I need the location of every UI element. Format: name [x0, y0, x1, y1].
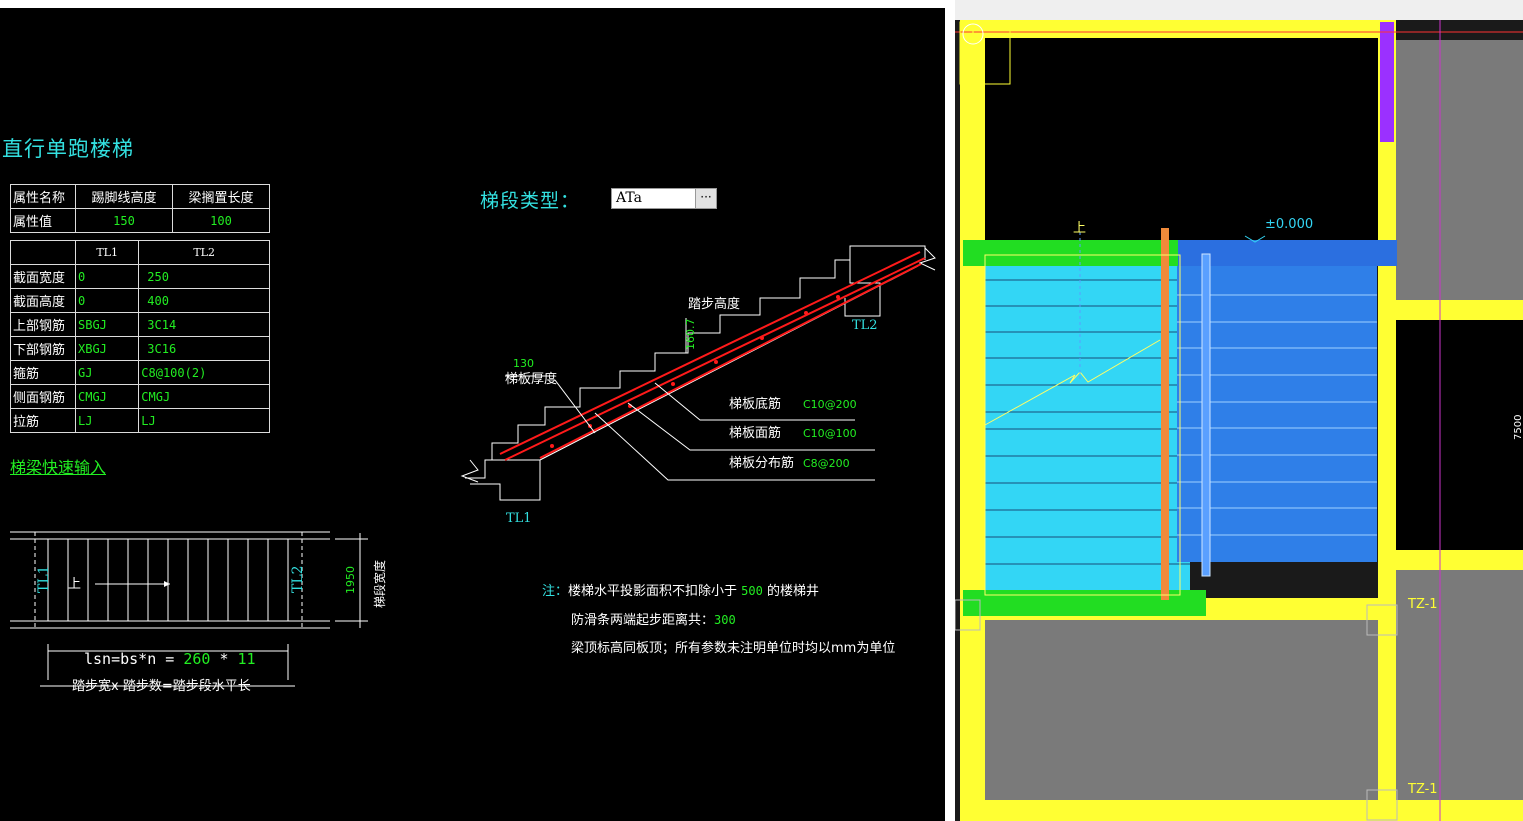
top-landing-beam — [1177, 240, 1397, 266]
plan-width-value[interactable]: 1950 — [344, 566, 357, 594]
purple-column — [1380, 22, 1394, 142]
stair-run — [985, 250, 1190, 590]
room-void — [1385, 320, 1523, 550]
dimension-label: 7500 — [1513, 415, 1523, 440]
grid-marker — [959, 21, 1011, 85]
beam-quick-input-link[interactable]: 梯梁快速输入 — [10, 458, 107, 477]
bottom-bar-label: 梯板底筋 — [729, 396, 781, 412]
beam-col-tl2: TL2 — [138, 240, 270, 265]
slab-thickness-value: 130 — [513, 357, 534, 370]
plan-tl1-label: TL1 — [36, 565, 52, 593]
note-prefix: 注： — [542, 584, 569, 599]
beam-row-label: 上部钢筋 — [10, 312, 76, 337]
stair-parameter-preview: 直行单跑楼梯 属性名称 踢脚线高度 梁搁置长度 属性值 150 100 TL1 … — [0, 8, 945, 821]
prop-header-seat-length: 梁搁置长度 — [172, 184, 270, 209]
formula-caption: 踏步宽x 踏步数=踏步段水平长 — [72, 678, 251, 694]
section-tl1-label: TL1 — [506, 511, 532, 526]
stairwell-void — [985, 38, 1380, 240]
note-stairwell-value[interactable]: 500 — [741, 584, 763, 598]
beam-row-label: 拉筋 — [10, 408, 76, 433]
note-line-2: 防滑条两端起步距离共：300 — [571, 609, 736, 628]
tz1-label-a: TZ-1 — [1407, 597, 1438, 612]
prop-header-name: 属性名称 — [10, 184, 76, 209]
axis-bubble-label: 1 — [969, 28, 977, 42]
note-line-3: 梁顶标高同板顶；所有参数未注明单位时均以mm为单位 — [571, 641, 896, 656]
beam-cell-tl2[interactable]: 250 — [138, 264, 270, 289]
bottom-beam-tl1 — [963, 590, 1206, 616]
floor-slab-right-top — [1395, 40, 1523, 300]
note-line-1-b: 的楼梯井 — [767, 584, 820, 599]
tz1-label-b: TZ-1 — [1407, 782, 1438, 797]
beam-table: TL1 TL2 截面宽度 0 250 截面高度 0 400 上部钢筋 SBGJ … — [10, 240, 270, 433]
prop-kick-height-value[interactable]: 150 — [75, 208, 173, 233]
beam-col-tl1: TL1 — [74, 240, 140, 265]
elevation-label: ±0.000 — [1265, 217, 1313, 232]
rebar-dots — [550, 295, 840, 448]
page-title: 直行单跑楼梯 — [2, 137, 134, 161]
segment-type-field[interactable]: ATa ··· — [611, 188, 717, 209]
formula-times: * — [210, 650, 237, 668]
formula-prefix: lsn=bs*n = — [84, 650, 183, 668]
top-bar-value[interactable]: C10@100 — [803, 427, 857, 440]
top-beam-tl2 — [963, 240, 1178, 266]
prop-header-kick-height: 踢脚线高度 — [75, 184, 173, 209]
beam-cell-tl2[interactable]: LJ — [138, 408, 270, 433]
plan-up-arrow-icon — [164, 581, 170, 587]
prop-seat-length-value[interactable]: 100 — [172, 208, 270, 233]
floor-slab-bottom — [985, 620, 1380, 800]
beam-row-label: 下部钢筋 — [10, 336, 76, 361]
plan-formula: lsn=bs*n = 260 * 11 — [84, 650, 256, 668]
floor-slab-right-bottom — [1395, 570, 1523, 800]
step-height-value: 160.7 — [684, 319, 697, 351]
dist-bar-value[interactable]: C8@200 — [803, 457, 850, 470]
plan-up-label: 上 — [68, 577, 81, 592]
stair-section-drawing: 踏步高度 160.7 130 梯板厚度 TL1 TL2 梯板底筋 C10@200… — [10, 245, 936, 694]
formula-bs-value[interactable]: 260 — [183, 650, 210, 668]
note-line-1-a: 楼梯水平投影面积不扣除小于 — [568, 584, 738, 599]
step-height-label: 踏步高度 — [688, 296, 740, 312]
plan-width-label: 梯段宽度 — [372, 560, 387, 608]
segment-type-label: 梯段类型： — [480, 190, 581, 212]
segment-type-value: ATa — [616, 190, 642, 206]
prop-row-label: 属性值 — [10, 208, 76, 233]
section-tl2-label: TL2 — [852, 318, 878, 333]
beam-cell-tl2[interactable]: 3C14 — [138, 312, 270, 337]
beam-row-label: 箍筋 — [10, 360, 76, 385]
column-marker-c — [955, 599, 981, 631]
cad-canvas[interactable]: 1 ±0.000 上 TZ-1 TZ-1 7500 — [955, 0, 1523, 821]
axis-bubble — [962, 23, 984, 45]
rebar-lines — [499, 251, 926, 461]
segment-type-browse-button[interactable]: ··· — [695, 189, 716, 208]
cut-line — [984, 254, 1181, 596]
beam-cell-tl1[interactable]: LJ — [74, 408, 140, 433]
plan-outline — [10, 531, 368, 687]
elevation-mark-icon — [1244, 235, 1266, 243]
note-line-2-a: 防滑条两端起步距离共： — [571, 613, 715, 628]
top-bar-label: 梯板面筋 — [729, 425, 781, 441]
note-line-1: 注：楼梯水平投影面积不扣除小于 500 的楼梯井 — [542, 580, 819, 599]
cad-up-label: 上 — [1073, 221, 1086, 236]
cad-model-view[interactable]: 1 ±0.000 上 TZ-1 TZ-1 7500 — [955, 0, 1523, 821]
stair-treads — [985, 279, 1190, 565]
beam-cell-tl2[interactable]: C8@100(2) — [138, 360, 270, 385]
column-marker-b — [1366, 789, 1398, 821]
railing-orange — [1161, 228, 1169, 600]
note-antislip-value[interactable]: 300 — [714, 613, 736, 627]
handrail-post — [1201, 253, 1211, 577]
column-marker-a — [1366, 604, 1398, 636]
dist-bar-label: 梯板分布筋 — [729, 455, 794, 471]
bottom-bar-value[interactable]: C10@200 — [803, 398, 857, 411]
beam-cell-tl1[interactable]: 0 — [74, 288, 140, 313]
beam-cell-tl2[interactable]: CMGJ — [138, 384, 270, 409]
leader-lines — [505, 318, 875, 481]
beam-cell-tl1[interactable]: 0 — [74, 264, 140, 289]
slab-thickness-label: 梯板厚度 — [505, 371, 557, 387]
plan-tl2-label: TL2 — [290, 565, 306, 593]
formula-n-value[interactable]: 11 — [238, 650, 256, 668]
property-table: 属性名称 踢脚线高度 梁搁置长度 属性值 150 100 — [10, 184, 270, 233]
